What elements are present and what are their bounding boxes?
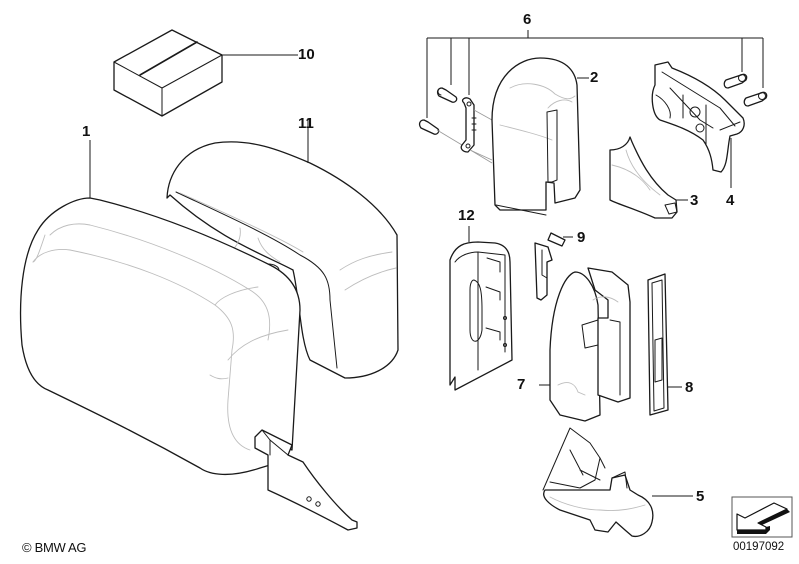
callout-5[interactable]: 5 [696, 488, 705, 505]
diagram-number: 00197092 [733, 541, 785, 553]
callout-4[interactable]: 4 [726, 192, 735, 209]
callout-9[interactable]: 9 [577, 229, 586, 246]
callout-7[interactable]: 7 [517, 376, 526, 393]
part-6-screw[interactable] [723, 73, 748, 89]
callout-11[interactable]: 11 [298, 115, 314, 132]
part-3-guide-trim[interactable] [609, 136, 678, 219]
arrow-down-left-icon [731, 496, 793, 538]
part-9-spring-clip[interactable] [534, 232, 566, 301]
part-7-guide-cover-lower[interactable] [549, 267, 631, 422]
callout-6[interactable]: 6 [523, 11, 532, 28]
part-5-guide-sleeve[interactable] [542, 427, 654, 538]
part-6-plate[interactable] [460, 97, 477, 153]
part-1-headrest[interactable] [19, 197, 301, 476]
part-6-screw[interactable] [436, 87, 458, 103]
part-6-screw[interactable] [743, 91, 768, 107]
part-10-box[interactable] [113, 29, 223, 117]
copyright-notice: © BMW AG [22, 540, 87, 555]
part-12-side-cover[interactable] [449, 241, 513, 391]
callout-2[interactable]: 2 [590, 69, 599, 86]
part-4-mounting-bracket[interactable] [651, 61, 745, 173]
assembly-line [469, 149, 493, 161]
callout-10[interactable]: 10 [298, 46, 315, 63]
part-2-guide-cover-upper[interactable] [491, 57, 581, 216]
callout-12[interactable]: 12 [458, 207, 475, 224]
headrest-mounting-leg [254, 429, 358, 531]
part-11-headrest-cover[interactable] [166, 141, 399, 379]
callout-8[interactable]: 8 [685, 379, 694, 396]
assembly-line [473, 109, 493, 121]
callout-3[interactable]: 3 [690, 192, 699, 209]
part-8-foam-strip[interactable] [647, 273, 669, 416]
part-6-screw[interactable] [418, 119, 440, 135]
leader-6-tree [426, 30, 764, 118]
callout-1[interactable]: 1 [82, 123, 91, 140]
